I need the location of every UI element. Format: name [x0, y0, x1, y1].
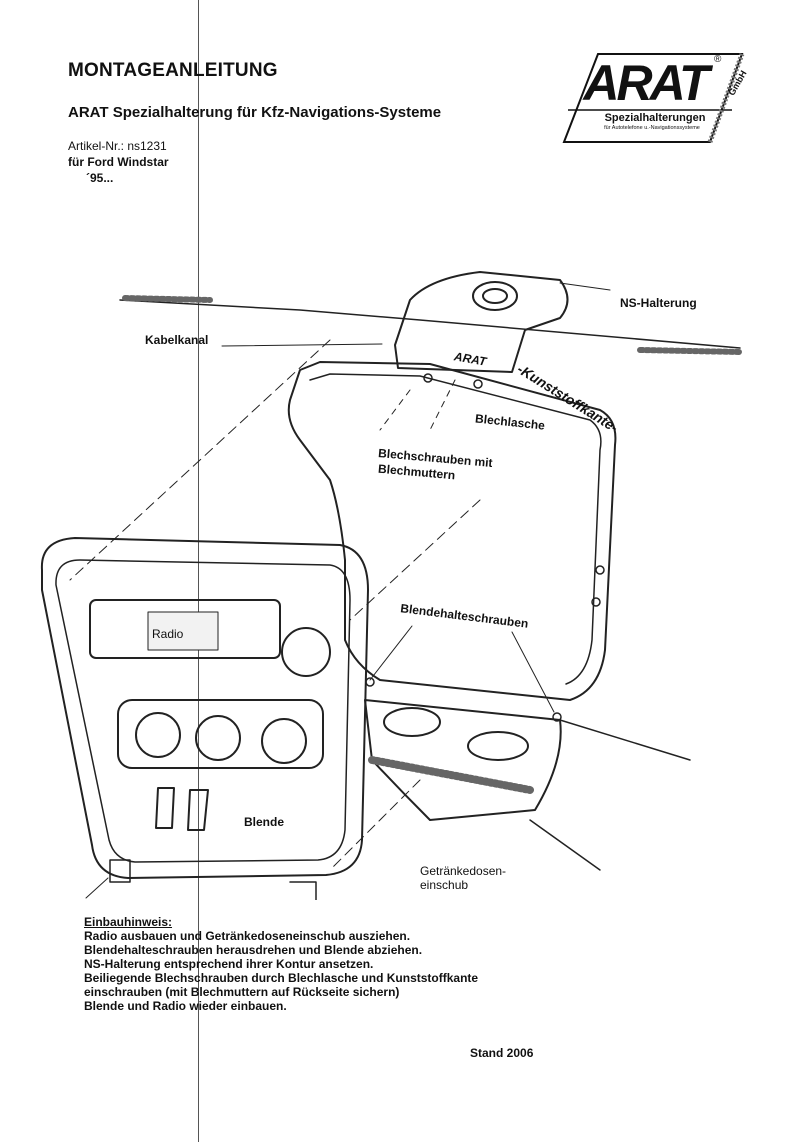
label-getraenkedosen-2: einschub	[420, 878, 469, 892]
dashboard-shading	[122, 295, 213, 303]
notes-line: Blende und Radio wieder einbauen.	[84, 999, 287, 1013]
console-frame	[287, 361, 617, 701]
page-subtitle: ARAT Spezialhalterung für Kfz-Navigation…	[68, 104, 442, 121]
notes-line: einschrauben (mit Blechmuttern auf Rücks…	[84, 985, 400, 999]
page-title: MONTAGEANLEITUNG	[68, 60, 278, 81]
dashboard-edge	[119, 299, 741, 349]
installation-notes: Einbauhinweis: Radio ausbauen und Geträn…	[84, 915, 478, 1013]
label-ns-halterung: NS-Halterung	[620, 296, 697, 310]
notes-line: Beiliegende Blechschrauben durch Blechla…	[84, 971, 479, 985]
installation-sketch	[40, 271, 743, 900]
logo-registered-mark: ®	[714, 54, 722, 65]
document-version: Stand 2006	[470, 1046, 534, 1060]
vehicle-year: ´95...	[86, 171, 114, 185]
notes-line: Blendehalteschrauben herausdrehen und Bl…	[84, 943, 423, 957]
label-getraenkedosen-1: Getränkedosen-	[420, 864, 507, 878]
bezel-outline	[40, 537, 369, 879]
cupholder-drawer	[364, 699, 562, 821]
logo-frame	[562, 53, 745, 143]
label-radio: Radio	[152, 627, 184, 641]
radio-slot	[89, 599, 281, 659]
arat-logo: ARAT ® GmbH Spezialhalterungen für Autot…	[560, 52, 749, 148]
logo-subline: für Autotelefone u.-Navigationssysteme	[604, 125, 700, 131]
article-number: Artikel-Nr.: ns1231	[68, 139, 167, 153]
logo-tagline: Spezialhalterungen	[604, 112, 706, 124]
scan-fold-line	[198, 0, 199, 1142]
notes-heading: Einbauhinweis:	[84, 915, 173, 929]
vehicle-model: für Ford Windstar	[68, 155, 169, 169]
notes-line: Radio ausbauen und Getränkedoseneinschub…	[84, 929, 411, 943]
label-blende: Blende	[244, 815, 285, 829]
label-kabelkanal: Kabelkanal	[145, 333, 209, 347]
logo-wordmark: ARAT	[583, 55, 709, 111]
notes-line: NS-Halterung entsprechend ihrer Kontur a…	[84, 957, 374, 971]
ns-bracket	[394, 271, 569, 373]
vent-panel	[117, 699, 324, 769]
